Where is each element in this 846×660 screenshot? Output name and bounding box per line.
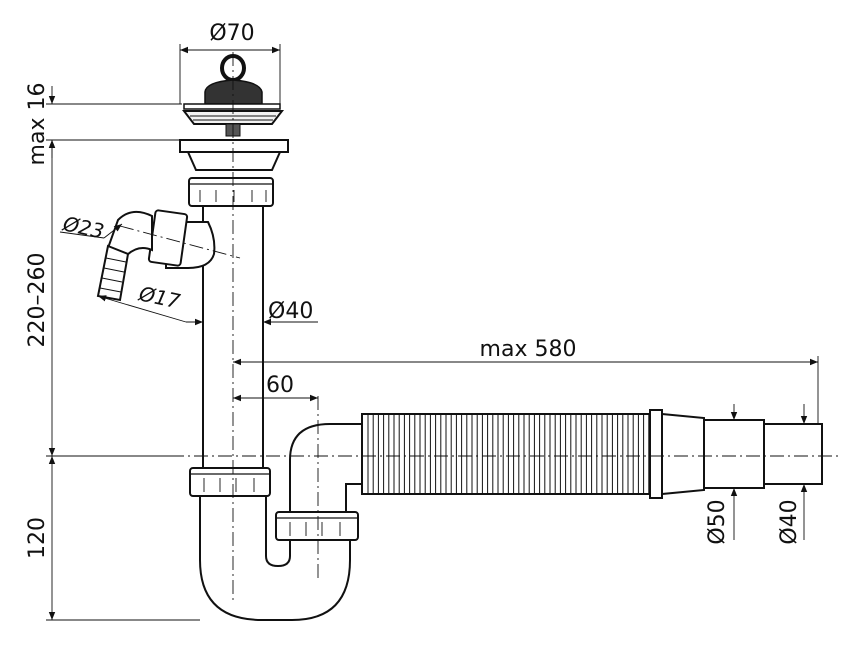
dimension-lines	[46, 44, 819, 621]
outlet-connector	[649, 409, 823, 499]
trap-nut	[275, 511, 359, 541]
corrugated-hose	[361, 413, 653, 495]
strainer-plug	[181, 54, 285, 137]
dim-diameter-pipe: Ø40	[268, 299, 313, 324]
dim-diameter-outlet-small: Ø40	[777, 499, 802, 544]
dim-diameter-strainer: Ø70	[209, 21, 254, 46]
dim-height-trap: 120	[25, 517, 50, 559]
u-bend	[199, 495, 351, 621]
center-lines	[119, 52, 840, 600]
dim-offset: 60	[266, 373, 294, 398]
middle-nut	[189, 467, 271, 497]
dim-max-16: max 16	[25, 83, 50, 166]
dim-diameter-hose-outer: Ø23	[60, 211, 106, 243]
dim-max-length: max 580	[480, 337, 577, 362]
trap-riser	[289, 423, 363, 513]
dim-diameter-outlet-large: Ø50	[705, 499, 730, 544]
side-inlet	[96, 209, 216, 302]
dim-diameter-hose-inner: Ø17	[136, 281, 183, 313]
dim-height-range: 220–260	[25, 253, 50, 348]
top-nut	[188, 177, 274, 207]
sink-flange	[179, 139, 289, 171]
